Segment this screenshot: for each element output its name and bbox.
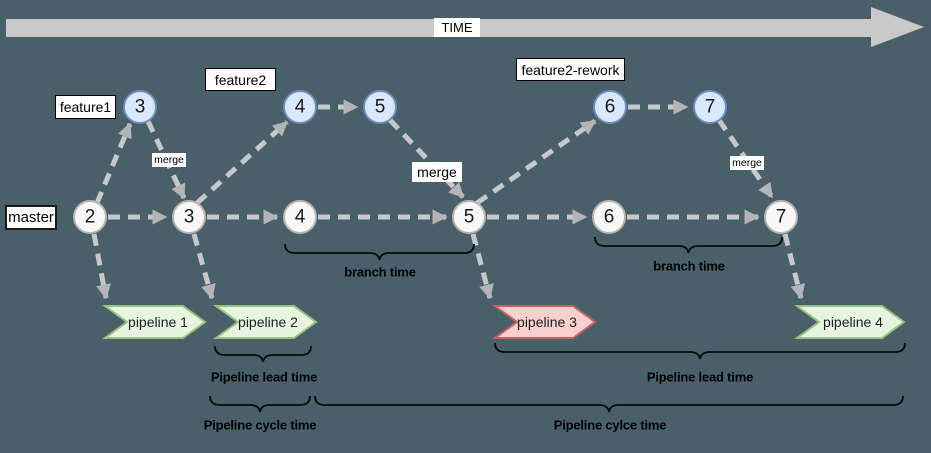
commit-node-master-7 [764, 200, 798, 234]
annotation-branch-time-left: branch time [344, 264, 416, 280]
annotation-cycle-time-left: Pipeline cycle time [203, 417, 317, 433]
edge-master5-feature6 [475, 118, 597, 206]
annotation-cycle-time-right: Pipeline cylce time [553, 417, 667, 433]
pipeline1-chevron [101, 305, 207, 339]
branch-label-feature1: feature1 [55, 95, 116, 119]
commit-node-master-2 [73, 200, 107, 234]
branch-label-master: master [5, 205, 57, 230]
commit-node-feature-7 [693, 90, 727, 124]
pipeline4-label: pipeline 4 [823, 314, 883, 330]
commit-number-feature-5: 5 [374, 96, 386, 118]
commit-number-master-2: 2 [84, 206, 96, 228]
brace-cycle-time-left [209, 395, 311, 413]
commit-node-feature-4 [283, 90, 317, 124]
merge-label-2: merge [412, 162, 462, 182]
brace-branch-time-right [594, 236, 783, 254]
edge-master2-pipeline1 [91, 233, 111, 300]
time-label: TIME [434, 18, 480, 37]
commit-node-master-5 [452, 200, 486, 234]
branch-label-feature2: feature2 [205, 68, 276, 91]
edge-master5-pipeline3 [470, 233, 494, 300]
merge-label-3: merge [730, 156, 764, 170]
annotation-branch-time-right: branch time [653, 258, 725, 274]
pipeline-shapes [101, 305, 906, 339]
brace-group [209, 236, 906, 413]
edge-master7-pipeline4 [782, 233, 806, 300]
commit-node-feature-5 [363, 90, 397, 124]
commit-node-feature-6 [593, 90, 627, 124]
edge-master3-feature4 [195, 120, 289, 205]
pipeline2-chevron [212, 305, 318, 339]
pipeline1-label: pipeline 1 [128, 314, 188, 330]
time-arrow-head-icon [871, 7, 924, 47]
commit-number-feature-3: 3 [134, 96, 146, 118]
brace-lead-time-left [214, 345, 312, 363]
commit-node-master-3 [172, 200, 206, 234]
commit-number-master-6: 6 [603, 206, 615, 228]
commit-node-feature-3 [123, 90, 157, 124]
commit-number-master-3: 3 [183, 206, 195, 228]
commit-number-master-7: 7 [775, 206, 787, 228]
pipeline3-chevron [491, 305, 597, 339]
annotation-lead-time-left: Pipeline lead time [210, 369, 318, 385]
master-node-group [73, 200, 798, 234]
brace-branch-time-left [284, 243, 475, 261]
pipeline4-chevron [793, 305, 906, 339]
commit-number-feature-6: 6 [604, 96, 616, 118]
brace-lead-time-right [494, 342, 906, 360]
edge-master2-feature3 [94, 122, 133, 204]
feature-node-group [123, 90, 727, 124]
commit-number-feature-7: 7 [704, 96, 716, 118]
pipeline3-label: pipeline 3 [517, 314, 577, 330]
edge-master3-pipeline2 [191, 233, 216, 300]
commit-number-master-5: 5 [463, 206, 475, 228]
edge-feature5-master5-merge [388, 118, 465, 199]
merge-label-1: merge [152, 153, 186, 167]
annotation-lead-time-right: Pipeline lead time [646, 369, 754, 385]
commit-node-master-6 [592, 200, 626, 234]
pipeline2-label: pipeline 2 [238, 314, 298, 330]
brace-cycle-time-right [314, 395, 904, 413]
commit-number-master-4: 4 [294, 206, 306, 228]
commit-node-master-4 [283, 200, 317, 234]
commit-number-feature-4: 4 [294, 96, 306, 118]
branch-label-feature2-rework: feature2-rework [516, 58, 625, 81]
